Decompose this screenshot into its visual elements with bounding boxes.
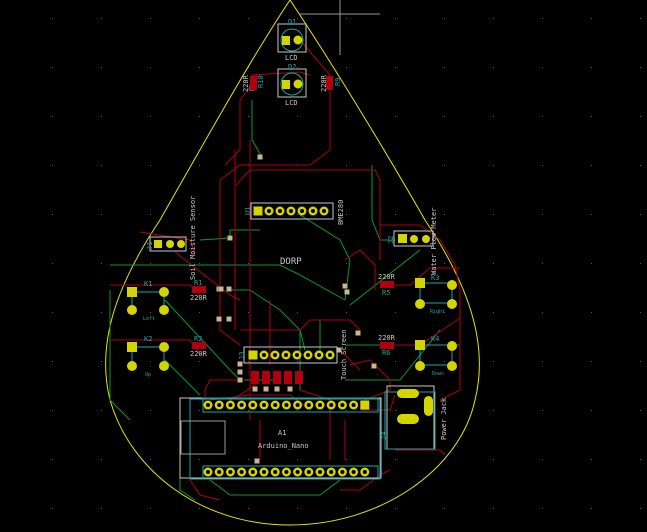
led-d2[interactable]: D2 LCD [277, 63, 307, 107]
u1-value: BME280 [337, 200, 345, 225]
via [226, 286, 232, 292]
k4-value: Down [432, 371, 444, 377]
header-j3-touch-screen[interactable]: J3 Touch Screen [238, 329, 348, 380]
back-copper-traces [109, 100, 460, 501]
via [237, 361, 243, 367]
resistor-r6[interactable]: 220R R6 [378, 334, 396, 357]
via [344, 289, 350, 295]
resistor-r10[interactable]: 220R R10 [242, 74, 265, 92]
connector-j4-power-jack[interactable]: J4 Power Jack [380, 385, 448, 450]
k1-ref: K1 [144, 280, 152, 288]
via [257, 154, 263, 160]
module-a1-arduino-nano[interactable]: A1 Arduino_Nano [179, 397, 382, 480]
k4-ref: K4 [431, 335, 439, 343]
d2-ref: D2 [288, 63, 296, 71]
j2-ref: J2 [387, 236, 395, 244]
via [252, 386, 258, 392]
via [287, 386, 293, 392]
board-outline [105, 0, 480, 526]
j2-value: Water Flow Meter [430, 208, 438, 275]
via [218, 286, 224, 292]
led-d1[interactable]: D1 LCD [277, 18, 307, 62]
pad [253, 206, 263, 216]
pad [248, 350, 258, 360]
d2-value: LCD [285, 99, 298, 107]
r1-ref: R1 [194, 279, 202, 287]
connector-j1-soil-moisture[interactable]: J1 Soil Moisture Sensor [146, 196, 197, 280]
d1-ref: D1 [288, 18, 296, 26]
via [237, 369, 243, 375]
via [263, 386, 269, 392]
via [274, 386, 280, 392]
k3-ref: K3 [431, 274, 439, 282]
a1-value: Arduino_Nano [258, 442, 309, 450]
resistor-r1[interactable]: R1 220R [190, 279, 208, 302]
via [342, 283, 348, 289]
j1-ref: J1 [146, 242, 154, 250]
r9-ref: R9 [334, 78, 342, 86]
connector-j2-water-flow[interactable]: J2 Water Flow Meter [387, 208, 438, 275]
r6-ref: R6 [382, 349, 390, 357]
grid [52, 18, 641, 509]
r10-ref: R10 [257, 75, 265, 88]
r5-ref: R5 [382, 289, 390, 297]
via [216, 316, 222, 322]
u1-ref: U1 [244, 207, 252, 215]
k3-value: Right [430, 309, 445, 315]
r10-value: 220R [242, 74, 250, 92]
button-k4[interactable]: K4 Down [415, 335, 457, 377]
resistor-r2[interactable]: R2 220R [190, 335, 208, 358]
j1-value: Soil Moisture Sensor [189, 196, 197, 280]
via [227, 235, 233, 241]
k1-value: Left [143, 316, 155, 322]
d1-value: LCD [285, 54, 298, 62]
via [371, 363, 377, 369]
r6-value: 220R [378, 334, 396, 342]
r9-value: 220R [320, 74, 328, 92]
via [254, 458, 260, 464]
a1-ref: A1 [278, 429, 286, 437]
r1-value: 220R [190, 294, 208, 302]
k2-ref: K2 [144, 335, 152, 343]
j4-ref: J4 [380, 432, 388, 440]
button-k3[interactable]: K3 Right [415, 274, 457, 315]
j3-value: Touch Screen [340, 329, 348, 380]
header-u1-bme280[interactable]: U1 BME280 [244, 200, 345, 225]
via [355, 330, 361, 336]
r2-value: 220R [190, 350, 208, 358]
via [226, 316, 232, 322]
r5-value: 220R [378, 273, 396, 281]
pad [360, 400, 370, 410]
cursor-crosshair [300, 0, 380, 55]
r2-ref: R2 [194, 335, 202, 343]
vias [216, 85, 377, 464]
button-k2[interactable]: K2 Up [127, 335, 169, 378]
j3-ref: J3 [238, 352, 246, 360]
resistor-array [251, 371, 303, 384]
resistor-r5[interactable]: 220R R5 [378, 273, 396, 297]
button-k1[interactable]: K1 Left [127, 280, 169, 322]
board-center-text: DORP [280, 257, 302, 267]
j4-value: Power Jack [440, 397, 448, 440]
k2-value: Up [145, 372, 151, 378]
via [237, 377, 243, 383]
resistor-r9[interactable]: 220R R9 [320, 74, 342, 92]
